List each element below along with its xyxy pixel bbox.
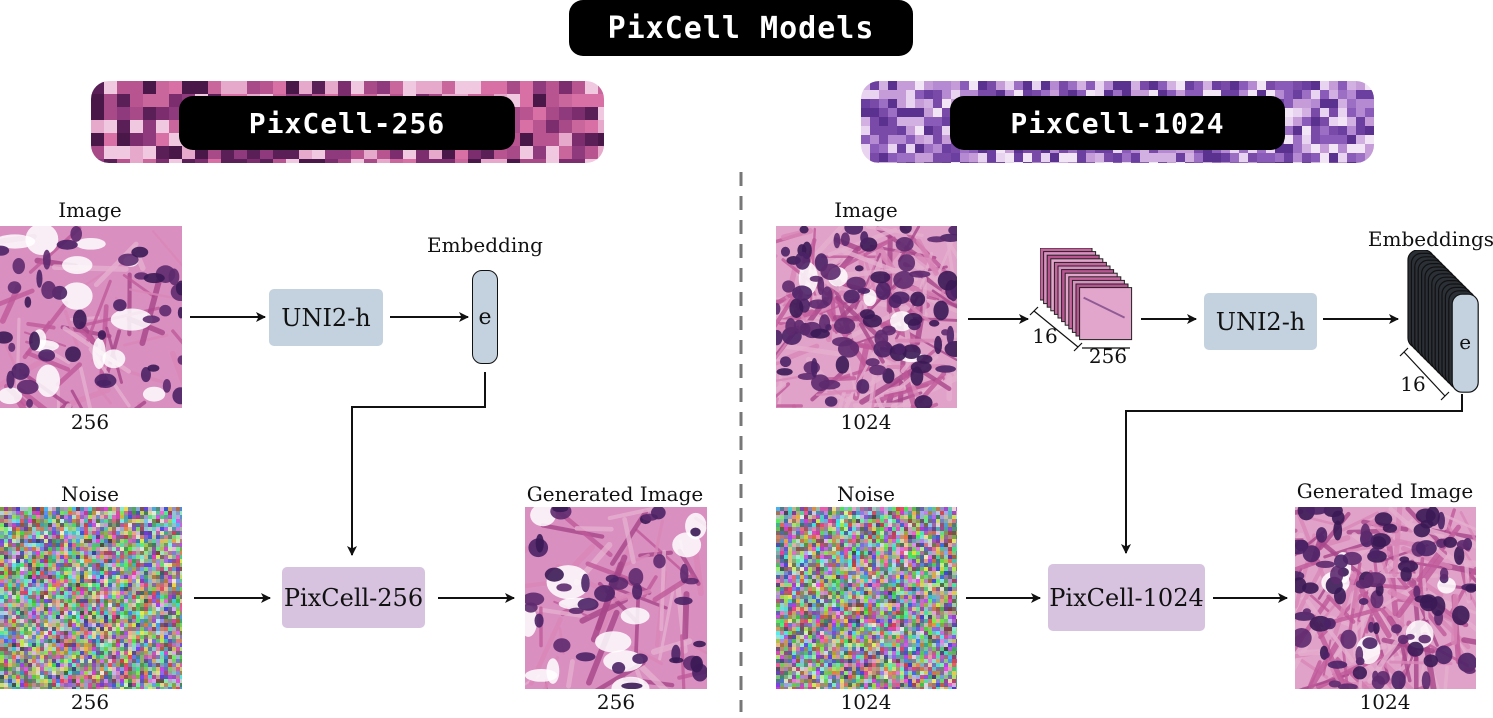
left-image-size: 256 [70, 410, 110, 434]
right-generated-image [1295, 507, 1476, 689]
patch-count-label: 16 [1032, 324, 1058, 348]
arrow-embeddings-to-pixcell-1024 [1121, 394, 1463, 554]
svg-text:e: e [1459, 330, 1471, 354]
embedding-count-label: 16 [1400, 372, 1426, 396]
right-noise-label: Noise [836, 482, 896, 506]
left-noise-size: 256 [70, 690, 110, 714]
page-title: PixCell Models [569, 0, 913, 56]
left-image-label: Image [58, 198, 122, 222]
right-noise-image [776, 507, 957, 689]
pixcell-1024-model: PixCell-1024 [1048, 564, 1205, 631]
embedding-stack: e [1400, 249, 1480, 400]
right-noise-size: 1024 [840, 690, 892, 714]
right-image-label: Image [834, 198, 898, 222]
right-input-image [776, 226, 957, 408]
left-embedding-token: e [472, 270, 498, 364]
right-image-size: 1024 [840, 410, 892, 434]
embed-depth-bracket [1403, 351, 1446, 397]
pixcell-1024-title: PixCell-1024 [950, 96, 1285, 150]
right-uni2h-encoder: UNI2-h [1204, 293, 1317, 350]
left-generated-size: 256 [596, 690, 636, 714]
left-generated-image [525, 507, 707, 689]
right-generated-size: 1024 [1359, 690, 1411, 714]
pixcell-256-model: PixCell-256 [282, 567, 425, 628]
right-generated-label: Generated Image [1296, 479, 1474, 503]
patch-depth-bracket [1033, 310, 1079, 348]
left-generated-label: Generated Image [526, 482, 704, 506]
pixcell-256-title: PixCell-256 [179, 96, 515, 150]
left-uni2h-encoder: UNI2-h [269, 289, 383, 346]
right-embeddings-label: Embeddings [1367, 227, 1493, 251]
left-input-image [0, 226, 182, 408]
left-embedding-label: Embedding [427, 233, 543, 257]
arrow-embedding-to-pixcell-256 [347, 372, 486, 556]
left-noise-label: Noise [60, 482, 120, 506]
left-noise-image [0, 507, 182, 689]
patch-stack [1039, 247, 1135, 343]
